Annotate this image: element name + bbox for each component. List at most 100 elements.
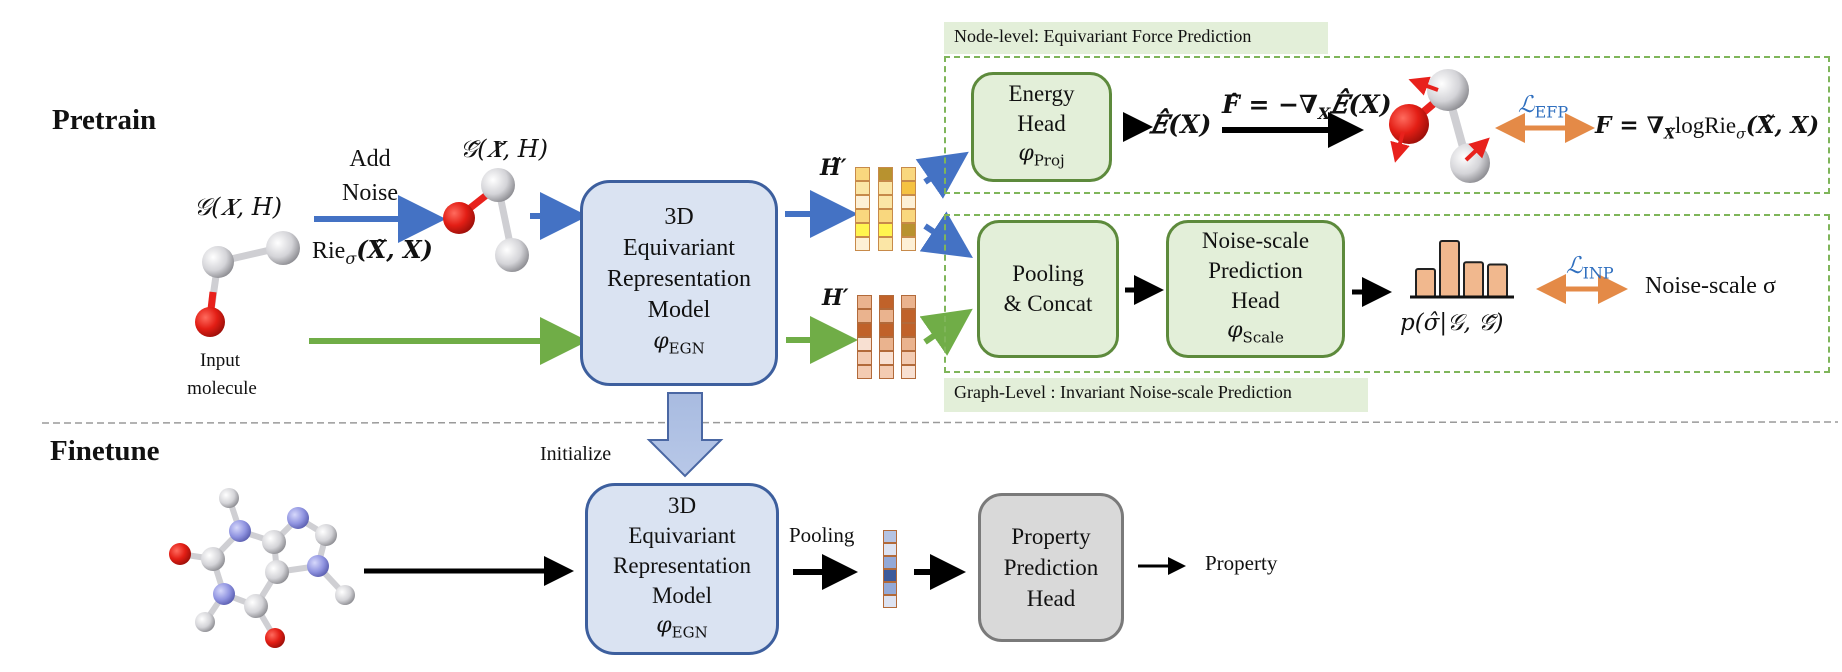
nitrogen-atom: [287, 507, 309, 529]
input-caption-2: molecule: [187, 378, 257, 399]
pretrain-title: Pretrain: [52, 104, 157, 136]
carbon-atom: [265, 560, 289, 584]
oxygen-atom: [265, 628, 285, 648]
finetune-model-param: φEGN: [656, 612, 708, 642]
feature-cell: [878, 223, 893, 237]
noise-scale-histogram: [1410, 240, 1514, 299]
h-tilde-label: 𝑯̃′: [820, 155, 847, 181]
feature-cell: [857, 365, 872, 379]
feature-cell: [878, 181, 893, 195]
feature-cell: [901, 295, 916, 309]
h-tilde-to-pooling-arrow: [919, 211, 973, 258]
feature-cell: [855, 209, 870, 223]
add-noise-label-2: Noise: [342, 180, 398, 206]
input-graph-label: 𝒢(𝑿, 𝐻): [194, 193, 283, 221]
feature-cell: [901, 365, 916, 379]
initialize-label: Initialize: [540, 443, 612, 465]
feature-cell: [883, 569, 897, 582]
feature-cell: [878, 195, 893, 209]
oxygen-atom: [1389, 104, 1429, 144]
feature-cell: [879, 351, 894, 365]
finetune-representation-model: 3D Equivariant Representation Model φEGN: [585, 483, 779, 655]
graph-level-region: [944, 214, 1830, 373]
nitrogen-atom: [213, 583, 235, 605]
hydrogen-atom: [202, 246, 234, 278]
pooling-label: Pooling: [789, 523, 855, 547]
node-level-region: [944, 56, 1830, 194]
feature-cell: [879, 309, 894, 323]
feature-cell: [883, 582, 897, 595]
node-level-title: Node-level: Equivariant Force Prediction: [944, 22, 1328, 54]
feature-cell: [878, 209, 893, 223]
nitrogen-atom: [307, 555, 329, 577]
hydrogen-atom: [219, 488, 239, 508]
feature-cell: [857, 295, 872, 309]
model-param-label: φEGN: [653, 328, 705, 358]
distribution-label: 𝑝(σ̂|𝒢, 𝒢̃): [1400, 310, 1504, 336]
initialize-arrow: [646, 392, 724, 478]
feature-cell: [857, 337, 872, 351]
pooling-concat-block: Pooling & Concat: [977, 220, 1119, 358]
energy-head-param: φProj: [1018, 140, 1065, 170]
energy-output-label: 𝐸̂(𝑿): [1150, 110, 1212, 139]
scale-head-param: φScale: [1227, 317, 1284, 347]
noise-scale-head: Noise-scale Prediction Head φScale: [1166, 220, 1345, 358]
feature-cell: [883, 556, 897, 569]
feature-cell: [901, 351, 916, 365]
force-formula: 𝑭̂ = −∇𝑿𝐸̂(𝑿): [1222, 90, 1392, 123]
to-energy-head-arrow: [915, 151, 969, 199]
feature-cell: [855, 223, 870, 237]
force-vector: [1390, 131, 1410, 163]
feature-cell: [901, 323, 916, 337]
feature-cell: [901, 223, 916, 237]
carbon-atom: [315, 524, 337, 546]
hydrogen-atom: [195, 612, 215, 632]
pretrain-representation-model: 3D Equivariant Representation Model φEGN: [580, 180, 778, 386]
feature-cell: [855, 195, 870, 209]
feature-cell: [883, 595, 897, 608]
force-vector: [1408, 76, 1439, 96]
feature-cell: [855, 181, 870, 195]
h-to-pooling-arrow: [919, 308, 973, 356]
finetune-molecule: [169, 488, 355, 648]
input-molecule: [195, 231, 300, 337]
feature-cell: [883, 543, 897, 556]
carbon-atom: [262, 530, 286, 554]
feature-cell: [901, 309, 916, 323]
hydrogen-atom: [1427, 69, 1469, 111]
h-label: 𝑯′: [822, 285, 849, 311]
graph-level-title: Graph-Level : Invariant Noise-scale Pred…: [944, 378, 1368, 412]
feature-cell: [857, 351, 872, 365]
hydrogen-atom: [266, 231, 300, 265]
carbon-atom: [201, 547, 225, 571]
noise-distribution-label: Rieσ(𝑿̃, 𝑿): [312, 235, 433, 268]
feature-cell: [857, 323, 872, 337]
feature-cell: [901, 195, 916, 209]
force-molecule: [1389, 69, 1490, 183]
noise-scale-target: Noise-scale σ: [1645, 273, 1776, 299]
noisy-molecule: [443, 168, 529, 272]
oxygen-atom: [195, 307, 225, 337]
feature-cell: [855, 167, 870, 181]
feature-cell: [883, 530, 897, 543]
force-vector: [1464, 137, 1490, 162]
target-force-formula: 𝑭 = ∇𝑿̃logRieσ(𝑿̃, 𝑿): [1595, 112, 1820, 143]
feature-cell: [879, 337, 894, 351]
property-prediction-head: Property Prediction Head: [978, 493, 1124, 642]
feature-cell: [901, 181, 916, 195]
carbon-atom: [244, 594, 268, 618]
property-output-label: Property: [1205, 551, 1278, 575]
feature-cell: [901, 337, 916, 351]
efp-loss-label: ℒEFP: [1518, 92, 1569, 122]
feature-cell: [879, 295, 894, 309]
inp-loss-label: ℒINP: [1566, 253, 1614, 283]
feature-cell: [878, 167, 893, 181]
hydrogen-atom: [481, 168, 515, 202]
feature-cell: [878, 237, 893, 251]
feature-cell: [901, 237, 916, 251]
feature-cell: [901, 167, 916, 181]
feature-cell: [857, 309, 872, 323]
nitrogen-atom: [229, 520, 251, 542]
noisy-graph-label: 𝒢̃(𝑿̃, 𝐻): [460, 135, 549, 163]
hydrogen-atom: [335, 585, 355, 605]
